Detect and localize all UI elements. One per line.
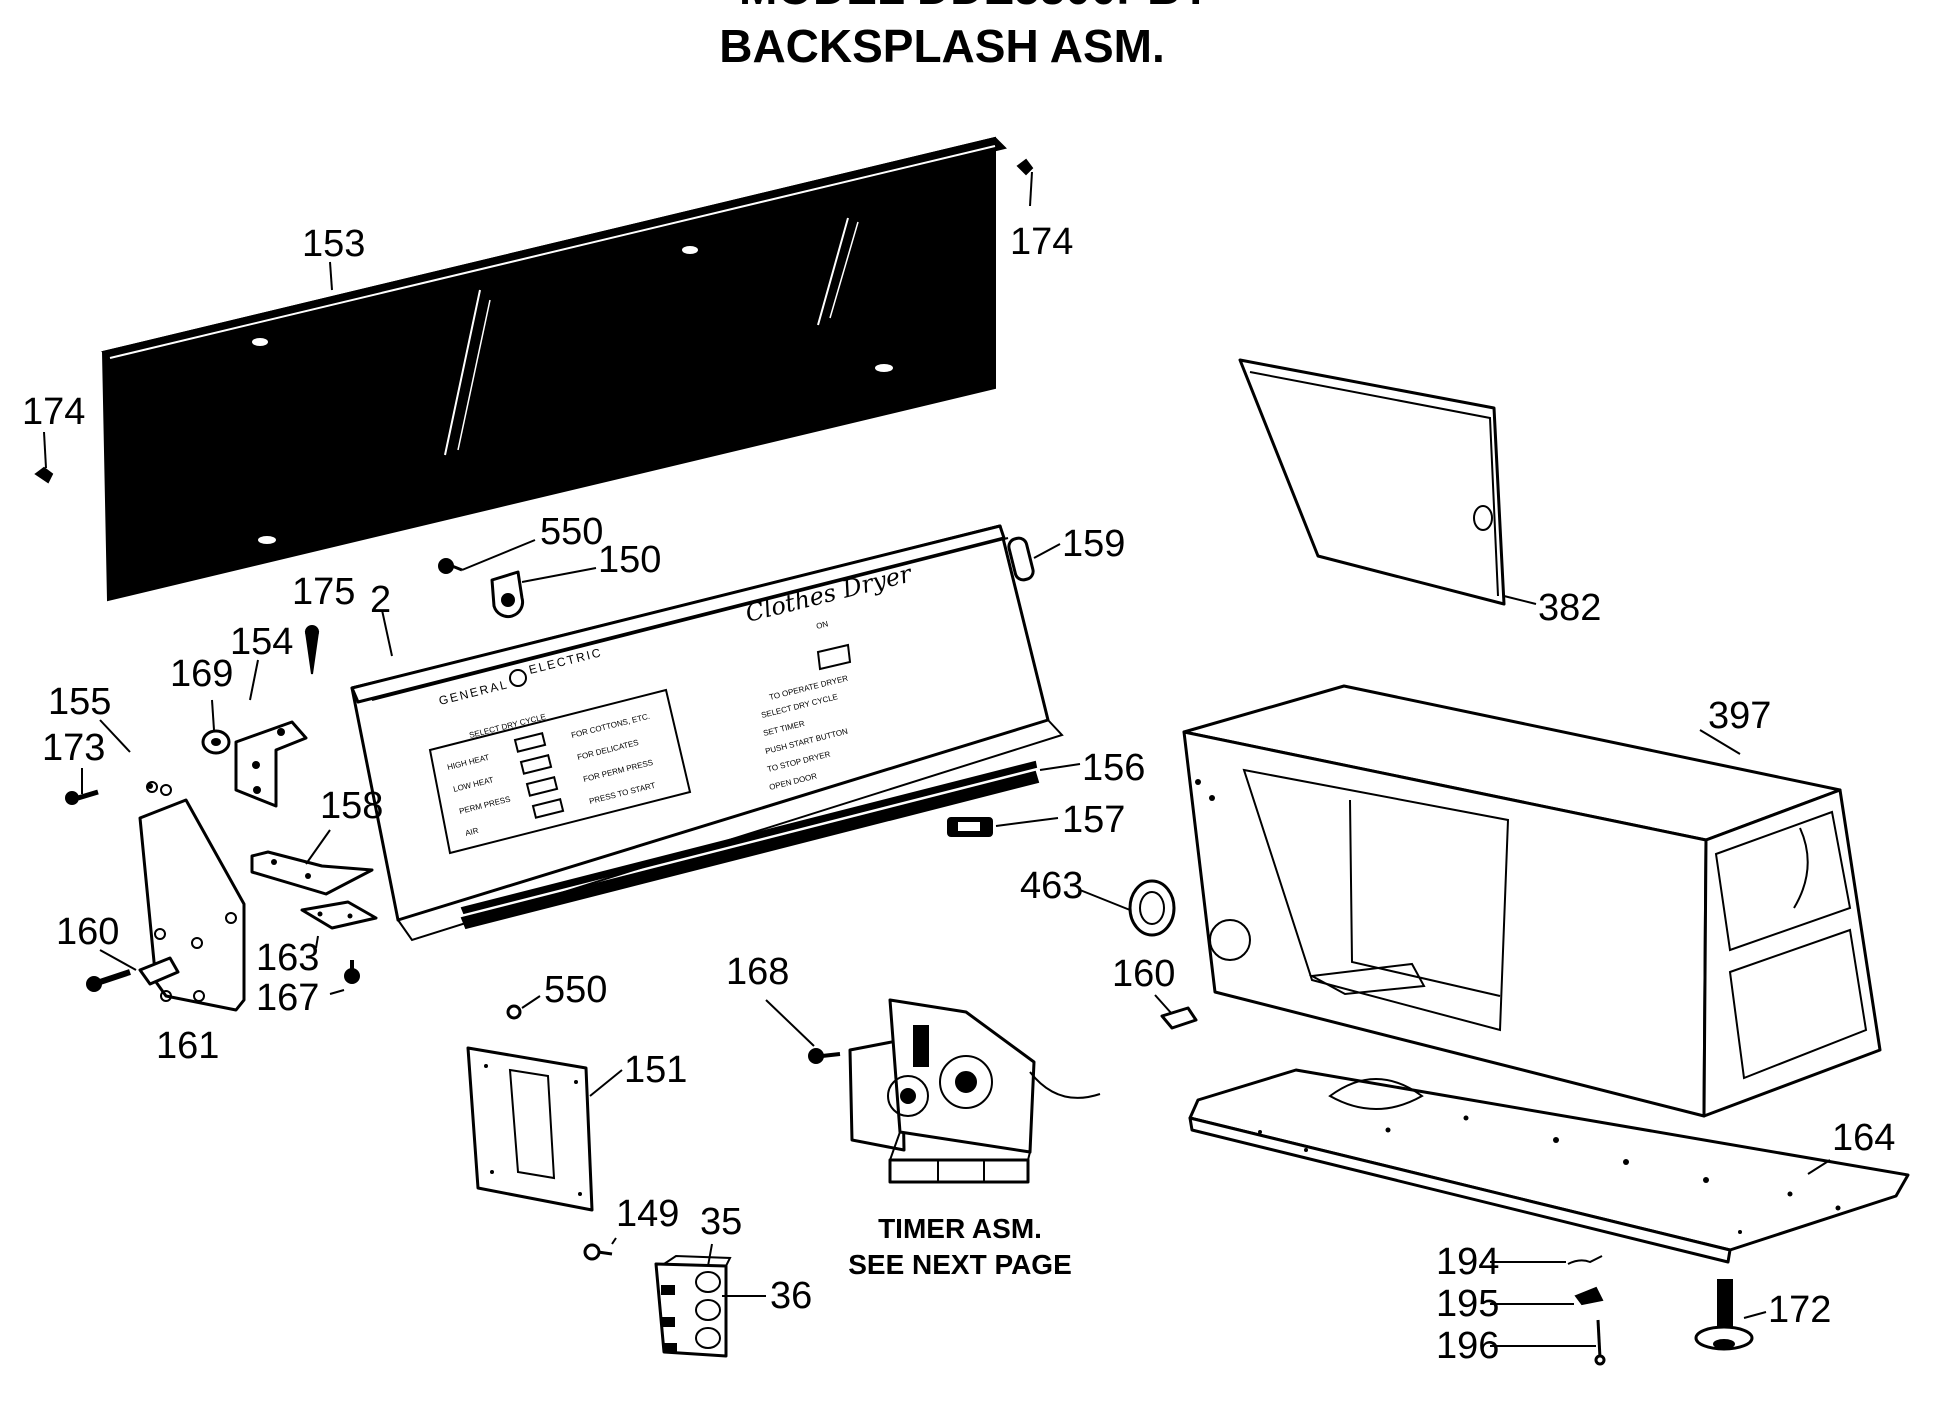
part-153-backsplash-cover <box>101 136 1007 602</box>
part-550-screw-lower <box>506 1004 522 1020</box>
callout-160-left: 160 <box>56 911 119 953</box>
callout-163: 163 <box>256 937 319 979</box>
part-175-screw <box>304 625 320 675</box>
part-156-rail <box>460 760 1040 930</box>
part-194-clip <box>1567 1255 1603 1265</box>
callout-168: 168 <box>726 951 789 993</box>
svg-text:AIR: AIR <box>464 826 479 838</box>
part-35-switch-block <box>654 1254 732 1358</box>
callout-154: 154 <box>230 621 293 663</box>
part-382-access-cover <box>1238 358 1506 606</box>
part-150-clip <box>490 570 525 619</box>
callout-labels: 153 174 174 550 150 159 382 175 2 154 16… <box>22 221 1895 1367</box>
part-159-plug <box>1007 536 1035 582</box>
part-158-bracket <box>250 850 374 896</box>
callout-36: 36 <box>770 1275 812 1317</box>
callout-160-right: 160 <box>1112 953 1175 995</box>
callout-463: 463 <box>1020 865 1083 907</box>
part-195-clip <box>1574 1286 1604 1306</box>
part-2-control-panel: GENERAL ELECTRIC Clothes Dryer ON SELECT… <box>350 524 1064 942</box>
panel-on-label: ON <box>815 619 829 631</box>
start-button-window <box>816 643 852 671</box>
timer-note-line2: SEE NEXT PAGE <box>848 1249 1072 1280</box>
callout-161: 161 <box>156 1025 219 1067</box>
timer-assembly <box>848 998 1101 1184</box>
cycle-selector-frame <box>428 688 692 855</box>
part-174-screw-right <box>1016 158 1034 207</box>
part-172-leveling-leg <box>1694 1279 1754 1351</box>
part-155-side-bracket <box>138 781 246 1012</box>
callout-173: 173 <box>42 727 105 769</box>
callout-397: 397 <box>1708 695 1771 737</box>
callout-169: 169 <box>170 653 233 695</box>
title-assembly-line: BACKSPLASH ASM. <box>719 20 1165 72</box>
part-168-screw <box>808 1048 841 1064</box>
part-157-switch <box>947 817 993 837</box>
callout-175: 175 <box>292 571 355 613</box>
callout-159: 159 <box>1062 523 1125 565</box>
part-550-screw-top <box>438 558 463 574</box>
part-397-housing <box>1182 684 1882 1118</box>
diagram-title: MODEL DDE5500PBY BACKSPLASH ASM. <box>719 0 1211 72</box>
part-164-base-plate <box>1188 1068 1910 1264</box>
callout-156: 156 <box>1082 747 1145 789</box>
part-169-spacer <box>201 729 231 755</box>
callout-164: 164 <box>1832 1117 1895 1159</box>
part-151-bezel <box>466 1046 594 1212</box>
leader-lines <box>81 261 1831 1347</box>
part-174-screw-left <box>34 431 54 484</box>
part-167-screw <box>344 960 360 984</box>
callout-174-right: 174 <box>1010 221 1073 263</box>
callout-172: 172 <box>1768 1289 1831 1331</box>
part-154-angle-bracket <box>234 720 308 808</box>
part-163-plate <box>300 900 378 930</box>
part-173-screw <box>65 789 99 805</box>
callout-155: 155 <box>48 681 111 723</box>
timer-note-line1: TIMER ASM. <box>878 1213 1042 1244</box>
timer-note: TIMER ASM. SEE NEXT PAGE <box>848 1213 1072 1280</box>
part-160-block-left <box>138 956 180 986</box>
callout-35: 35 <box>700 1201 742 1243</box>
callout-149: 149 <box>616 1193 679 1235</box>
part-161-bolt <box>86 969 131 992</box>
ge-logo-icon <box>509 669 527 687</box>
part-160-block-right <box>1160 1006 1198 1030</box>
title-model-line: MODEL DDE5500PBY <box>739 0 1211 14</box>
part-149-screw <box>583 1243 613 1261</box>
part-463-grommet <box>1128 879 1176 937</box>
callout-153: 153 <box>302 223 365 265</box>
callout-174-left: 174 <box>22 391 85 433</box>
callout-550-top: 550 <box>540 511 603 553</box>
callout-158: 158 <box>320 785 383 827</box>
callout-167: 167 <box>256 977 319 1019</box>
callout-151: 151 <box>624 1049 687 1091</box>
callout-150: 150 <box>598 539 661 581</box>
part-196-pin <box>1594 1319 1606 1366</box>
callout-550-lower: 550 <box>544 969 607 1011</box>
callout-382: 382 <box>1538 587 1601 629</box>
callout-195: 195 <box>1436 1283 1499 1325</box>
callout-2: 2 <box>370 579 391 621</box>
callout-194: 194 <box>1436 1241 1499 1283</box>
callout-157: 157 <box>1062 799 1125 841</box>
callout-196: 196 <box>1436 1325 1499 1367</box>
